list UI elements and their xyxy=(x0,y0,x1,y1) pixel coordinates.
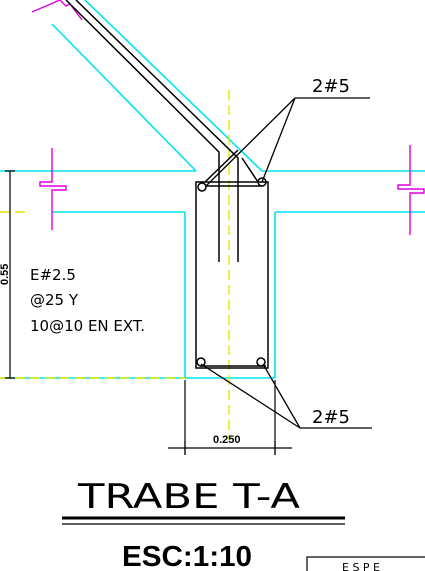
inclined-member-upper-edge xyxy=(84,0,263,172)
scale-label: ESC:1:10 xyxy=(122,541,252,571)
break-symbols xyxy=(31,0,425,235)
bottom-bar-right xyxy=(256,357,266,367)
height-dimension-text: 0.55 xyxy=(0,264,11,285)
width-dimension-text: 0.250 xyxy=(213,434,241,446)
break-symbol-right xyxy=(397,145,425,235)
inclined-member-lower-edge xyxy=(51,23,197,172)
bottom-leader-2 xyxy=(262,363,301,429)
reinforcement xyxy=(65,0,269,369)
top-leader-1 xyxy=(204,97,296,188)
bottom-leader-1 xyxy=(200,363,301,429)
stirrup-note-line-2: @25 Y xyxy=(30,291,79,309)
top-bar-right xyxy=(257,177,267,187)
top-rebar-label: 2#5 xyxy=(312,76,350,97)
bottom-rebar-label: 2#5 xyxy=(312,407,350,428)
break-symbol-left xyxy=(39,148,67,230)
break-symbol-top xyxy=(31,0,83,21)
dimensions xyxy=(5,170,292,455)
title-block-text: E S P E xyxy=(342,561,380,571)
bottom-bar-left xyxy=(196,357,206,367)
section-title: TRABE T-A xyxy=(77,477,300,517)
stirrup-hook xyxy=(204,149,239,183)
center-axes xyxy=(0,90,230,440)
stirrup-hook-2 xyxy=(241,157,259,183)
top-leader-2 xyxy=(261,97,296,183)
inclined-bar-2 xyxy=(75,0,239,262)
stirrup xyxy=(195,181,269,369)
stirrup-note-line-1: E#2.5 xyxy=(30,266,76,284)
leaders xyxy=(200,97,372,429)
inclined-bar-1 xyxy=(65,0,220,262)
title-block-frame xyxy=(306,556,425,571)
stirrup-note-line-3: 10@10 EN EXT. xyxy=(30,317,145,335)
top-bar-left xyxy=(197,182,207,192)
